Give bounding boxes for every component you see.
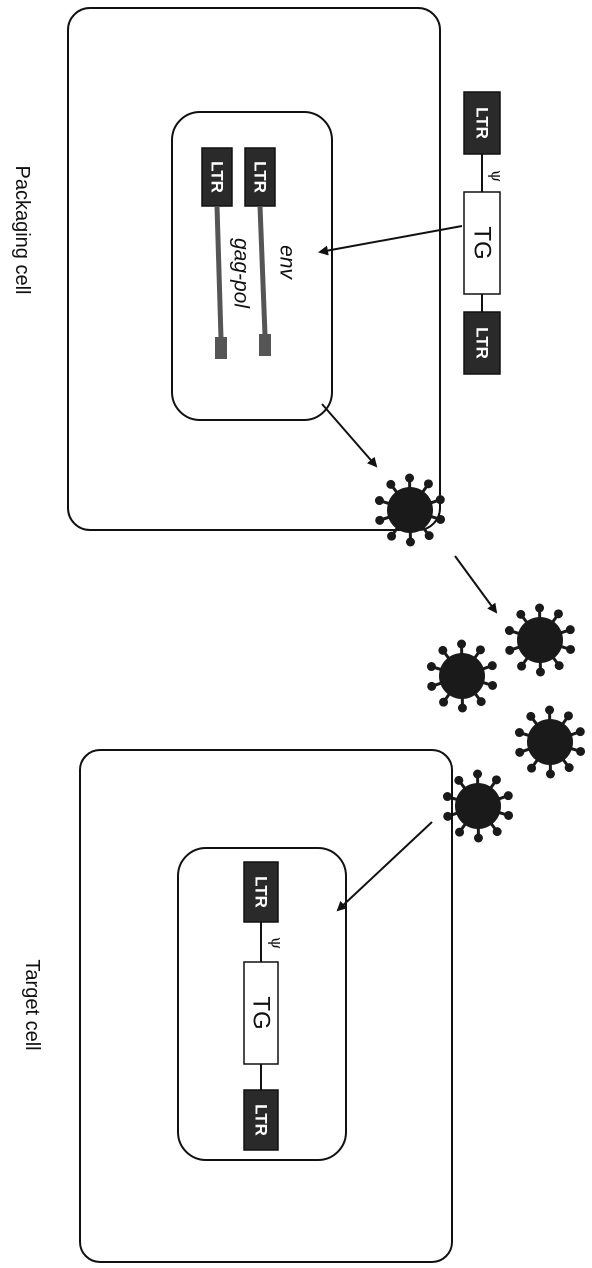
release-arrow bbox=[455, 556, 496, 612]
virus-particle bbox=[515, 706, 585, 779]
virus-particles bbox=[375, 474, 585, 843]
transduction-arrow bbox=[338, 822, 432, 910]
polya-box bbox=[259, 334, 271, 356]
ltr-label: LTR bbox=[208, 161, 227, 193]
tg-label: TG bbox=[248, 996, 275, 1029]
integrated-provirus: LTR ψ TG LTR bbox=[244, 862, 287, 1150]
packaging-cell-label: Packaging cell bbox=[11, 166, 33, 295]
virus-particle bbox=[375, 474, 445, 547]
packaging-cell-membrane bbox=[68, 8, 440, 530]
ltr-label: LTR bbox=[252, 876, 271, 908]
ltr-label: LTR bbox=[251, 161, 270, 193]
target-cell-label: Target cell bbox=[21, 959, 43, 1050]
psi-label: ψ bbox=[488, 170, 507, 183]
virus-particle bbox=[427, 640, 497, 713]
virus-particle bbox=[443, 770, 513, 843]
virus-particle bbox=[505, 604, 575, 677]
env-label: env bbox=[276, 245, 299, 280]
ltr-label: LTR bbox=[473, 327, 492, 359]
ltr-label: LTR bbox=[473, 107, 492, 139]
psi-label: ψ bbox=[268, 937, 287, 950]
tg-label: TG bbox=[469, 226, 496, 259]
ltr-label: LTR bbox=[252, 1104, 271, 1136]
polya-box bbox=[215, 337, 227, 359]
budding-arrow bbox=[322, 404, 376, 466]
transfer-vector-construct: LTR ψ TG LTR bbox=[464, 92, 507, 374]
gag-pol-label: gag-pol bbox=[230, 238, 253, 309]
gag-pol-gene-line bbox=[217, 206, 221, 338]
env-gene-line bbox=[260, 206, 265, 335]
